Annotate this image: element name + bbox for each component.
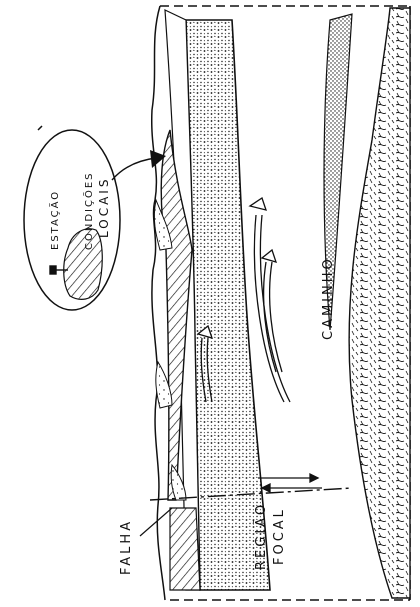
inset-tick	[38, 126, 42, 130]
label-focal-region-1: REGIÃO	[253, 502, 269, 570]
label-local-conditions-1: CONDIÇÕES	[82, 171, 95, 250]
surface-profile	[152, 6, 165, 600]
label-local-conditions-2: LOCAIS	[97, 177, 111, 238]
slip-arrows	[258, 474, 322, 492]
label-path: CAMINHO	[321, 256, 336, 340]
fault-pointer	[140, 508, 172, 536]
label-fault: FALHA	[119, 519, 134, 575]
label-focal-region-2: FOCAL	[272, 507, 287, 565]
hatched-block-lower	[170, 508, 200, 590]
inset-callout-arrow	[112, 158, 156, 180]
label-station: ESTAÇÃO	[48, 190, 61, 250]
basement-layer	[349, 8, 410, 598]
